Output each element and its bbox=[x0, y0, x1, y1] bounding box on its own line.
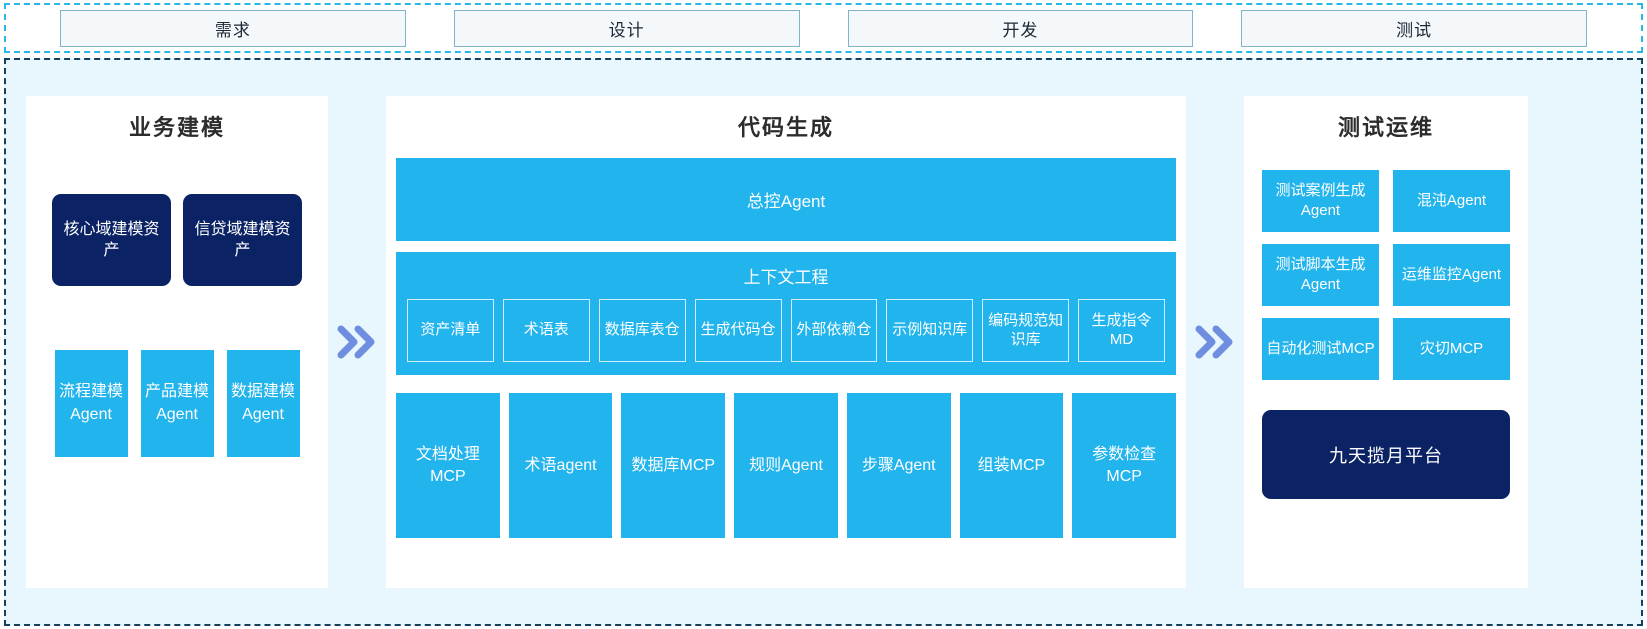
asset-core-domain[interactable]: 核心域建模资产 bbox=[52, 194, 171, 286]
master-control-agent[interactable]: 总控Agent bbox=[396, 158, 1176, 241]
tool-glossary-agent[interactable]: 术语agent bbox=[508, 393, 613, 538]
chaos-agent[interactable]: 混沌Agent bbox=[1393, 170, 1510, 232]
agent-data-modeling[interactable]: 数据建模Agent bbox=[226, 350, 300, 457]
context-item-row: 资产清单 术语表 数据库表仓 生成代码仓 外部依赖仓 示例知识库 编码规范知识库… bbox=[407, 299, 1165, 362]
context-item-glossary[interactable]: 术语表 bbox=[502, 299, 590, 362]
stage-bar: 需求 设计 开发 测试 bbox=[4, 3, 1643, 53]
panel-code-generation: 代码生成 总控Agent 上下文工程 资产清单 术语表 数据库表仓 生成代码仓 … bbox=[386, 96, 1186, 588]
context-engineering-title: 上下文工程 bbox=[743, 268, 829, 287]
agent-process-modeling[interactable]: 流程建模Agent bbox=[54, 350, 128, 457]
agent-product-modeling[interactable]: 产品建模Agent bbox=[140, 350, 214, 457]
context-item-generation-instruction-md[interactable]: 生成指令MD bbox=[1078, 299, 1165, 362]
context-engineering-block: 上下文工程 资产清单 术语表 数据库表仓 生成代码仓 外部依赖仓 示例知识库 编… bbox=[396, 252, 1176, 375]
tool-document-processing-mcp[interactable]: 文档处理MCP bbox=[396, 393, 500, 538]
context-item-generated-code-repo[interactable]: 生成代码仓 bbox=[694, 299, 782, 362]
test-script-generation-agent[interactable]: 测试脚本生成Agent bbox=[1262, 244, 1379, 306]
stage-label: 设计 bbox=[608, 20, 645, 40]
context-item-db-table-repo[interactable]: 数据库表仓 bbox=[598, 299, 686, 362]
stage-tab-requirements[interactable]: 需求 bbox=[60, 9, 406, 47]
tool-row: 文档处理MCP 术语agent 数据库MCP 规则Agent 步骤Agent 组… bbox=[396, 393, 1177, 538]
automated-test-mcp[interactable]: 自动化测试MCP bbox=[1262, 318, 1379, 380]
panel-business-modeling: 业务建模 核心域建模资产 信贷域建模资产 流程建模Agent 产品建模Agent… bbox=[26, 96, 328, 588]
panel-title-test-operations: 测试运维 bbox=[1337, 115, 1434, 140]
jiutian-lanyue-platform[interactable]: 九天揽月平台 bbox=[1262, 410, 1510, 499]
stage-tab-development[interactable]: 开发 bbox=[847, 9, 1194, 47]
context-item-asset-list[interactable]: 资产清单 bbox=[407, 299, 494, 362]
tool-step-agent[interactable]: 步骤Agent bbox=[846, 393, 951, 538]
stage-tab-testing[interactable]: 测试 bbox=[1241, 9, 1587, 47]
panel-title-business-modeling: 业务建模 bbox=[128, 115, 225, 140]
code-generation-content: 总控Agent 上下文工程 资产清单 术语表 数据库表仓 生成代码仓 外部依赖仓… bbox=[396, 158, 1177, 538]
tool-parameter-check-mcp[interactable]: 参数检查MCP bbox=[1072, 393, 1177, 538]
test-operations-grid: 测试案例生成Agent 混沌Agent 测试脚本生成Agent 运维监控Agen… bbox=[1262, 170, 1510, 380]
architecture-board: 业务建模 核心域建模资产 信贷域建模资产 流程建模Agent 产品建模Agent… bbox=[4, 58, 1643, 626]
context-item-example-knowledge-base[interactable]: 示例知识库 bbox=[886, 299, 974, 362]
panel-title-code-generation: 代码生成 bbox=[737, 115, 834, 140]
double-chevron-right-icon bbox=[1186, 325, 1244, 359]
context-item-coding-standard-knowledge-base[interactable]: 编码规范知识库 bbox=[982, 299, 1070, 362]
panel-test-operations: 测试运维 测试案例生成Agent 混沌Agent 测试脚本生成Agent 运维监… bbox=[1244, 96, 1528, 588]
stage-tab-design[interactable]: 设计 bbox=[453, 9, 800, 47]
stage-label: 测试 bbox=[1396, 20, 1433, 40]
stage-label: 开发 bbox=[1002, 20, 1039, 40]
asset-credit-domain[interactable]: 信贷域建模资产 bbox=[183, 194, 302, 286]
disaster-switch-mcp[interactable]: 灾切MCP bbox=[1393, 318, 1510, 380]
double-chevron-right-icon bbox=[328, 325, 386, 359]
asset-row: 核心域建模资产 信贷域建模资产 bbox=[52, 194, 302, 286]
tool-rule-agent[interactable]: 规则Agent bbox=[734, 393, 838, 538]
operations-monitoring-agent[interactable]: 运维监控Agent bbox=[1393, 244, 1510, 306]
stage-label: 需求 bbox=[214, 20, 251, 40]
test-case-generation-agent[interactable]: 测试案例生成Agent bbox=[1262, 170, 1379, 232]
tool-database-mcp[interactable]: 数据库MCP bbox=[621, 393, 726, 538]
tool-assembly-mcp[interactable]: 组装MCP bbox=[959, 393, 1064, 538]
modeling-agent-row: 流程建模Agent 产品建模Agent 数据建模Agent bbox=[54, 350, 300, 457]
context-item-external-dependency-repo[interactable]: 外部依赖仓 bbox=[790, 299, 878, 362]
